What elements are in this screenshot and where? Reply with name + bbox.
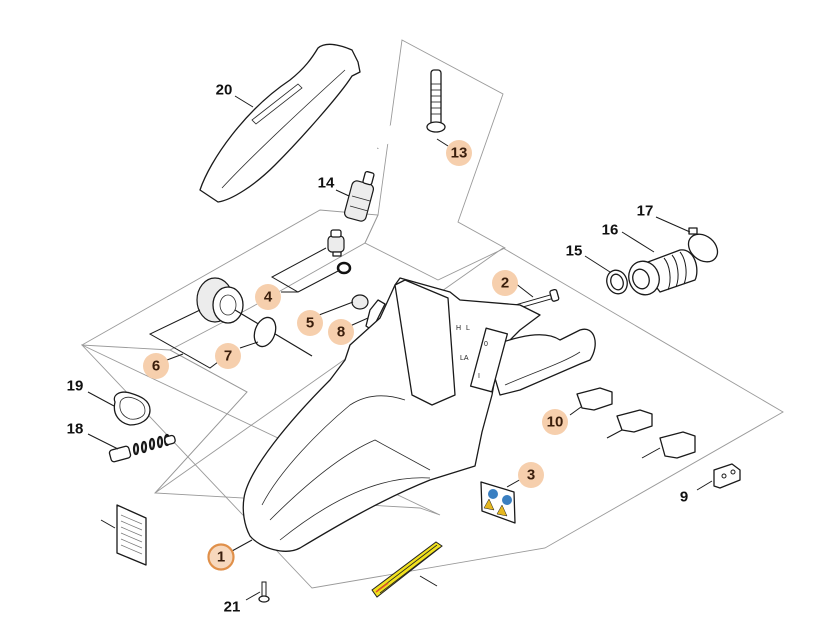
svg-text:2: 2 (501, 275, 509, 292)
callouts: 1 2 3 4 5 8 6 7 (67, 82, 689, 616)
damper-bracket-part[interactable] (713, 463, 741, 489)
callout-4[interactable]: 4 (255, 284, 281, 310)
callout-7[interactable]: 7 (215, 343, 241, 369)
callout-15[interactable]: 15 (566, 243, 583, 260)
callout-20[interactable]: 20 (216, 82, 233, 99)
warning-label-part[interactable] (480, 481, 516, 524)
svg-text:9: 9 (680, 489, 688, 506)
marking-la: LA (460, 355, 469, 362)
callout-17[interactable]: 17 (637, 203, 654, 220)
callout-9[interactable]: 9 (680, 489, 688, 506)
marking-h: H (456, 325, 461, 332)
marking-0: 0 (484, 341, 488, 348)
svg-text:19: 19 (67, 378, 84, 395)
callout-14[interactable]: 14 (318, 175, 335, 192)
callout-19[interactable]: 19 (67, 378, 84, 395)
svg-text:7: 7 (224, 348, 232, 365)
fuel-filter-part[interactable] (343, 170, 375, 222)
callout-8[interactable]: 8 (328, 319, 354, 345)
svg-text:1: 1 (217, 549, 225, 566)
o-ring-part[interactable] (250, 314, 279, 349)
svg-text:18: 18 (67, 421, 84, 438)
handle-molding-part[interactable] (199, 43, 361, 203)
svg-text:15: 15 (566, 243, 583, 260)
callout-3[interactable]: 3 (518, 462, 544, 488)
svg-text:13: 13 (451, 145, 468, 162)
callout-21[interactable]: 21 (224, 599, 241, 616)
ring-part[interactable] (603, 267, 630, 296)
callout-6[interactable]: 6 (143, 353, 169, 379)
svg-text:4: 4 (264, 289, 273, 306)
oil-cap-kit-part[interactable] (270, 229, 352, 293)
spring-part[interactable] (108, 433, 176, 463)
callout-13[interactable]: 13 (446, 140, 472, 166)
callout-10[interactable]: 10 (542, 409, 568, 435)
buffer-part[interactable] (576, 387, 696, 459)
hose-clamp-part[interactable] (683, 227, 723, 267)
marking-l: L (466, 325, 470, 332)
housing-markings: H L LA 0 I (456, 325, 488, 380)
callout-1[interactable]: 1 (207, 543, 235, 571)
screw-part[interactable] (245, 581, 270, 603)
svg-text:17: 17 (637, 203, 654, 220)
svg-text:14: 14 (318, 175, 335, 192)
callout-16[interactable]: 16 (602, 222, 619, 239)
svg-text:21: 21 (224, 599, 241, 616)
fuel-hose-part[interactable] (376, 69, 446, 149)
marking-i: I (478, 373, 480, 380)
svg-text:16: 16 (602, 222, 619, 239)
svg-text:8: 8 (337, 324, 345, 341)
handle-housing-part[interactable]: H L LA 0 I (242, 277, 596, 552)
svg-text:3: 3 (527, 467, 535, 484)
instruction-sheet-part[interactable] (100, 504, 147, 566)
spring-clip-part[interactable] (365, 299, 386, 331)
guide-bar-sticker-part[interactable] (371, 541, 443, 598)
callout-2[interactable]: 2 (492, 270, 518, 296)
svg-text:20: 20 (216, 82, 233, 99)
fuel-cap-kit-part[interactable] (148, 277, 313, 369)
leader-lines (87, 95, 713, 552)
gasket-part[interactable] (113, 391, 151, 426)
plug-part[interactable] (351, 294, 369, 310)
svg-text:5: 5 (306, 315, 314, 332)
callout-5[interactable]: 5 (297, 310, 323, 336)
intake-manifold-part[interactable] (624, 249, 698, 299)
svg-text:6: 6 (152, 358, 160, 375)
group-outline-housing (80, 247, 784, 589)
svg-text:10: 10 (547, 414, 564, 431)
callout-18[interactable]: 18 (67, 421, 84, 438)
